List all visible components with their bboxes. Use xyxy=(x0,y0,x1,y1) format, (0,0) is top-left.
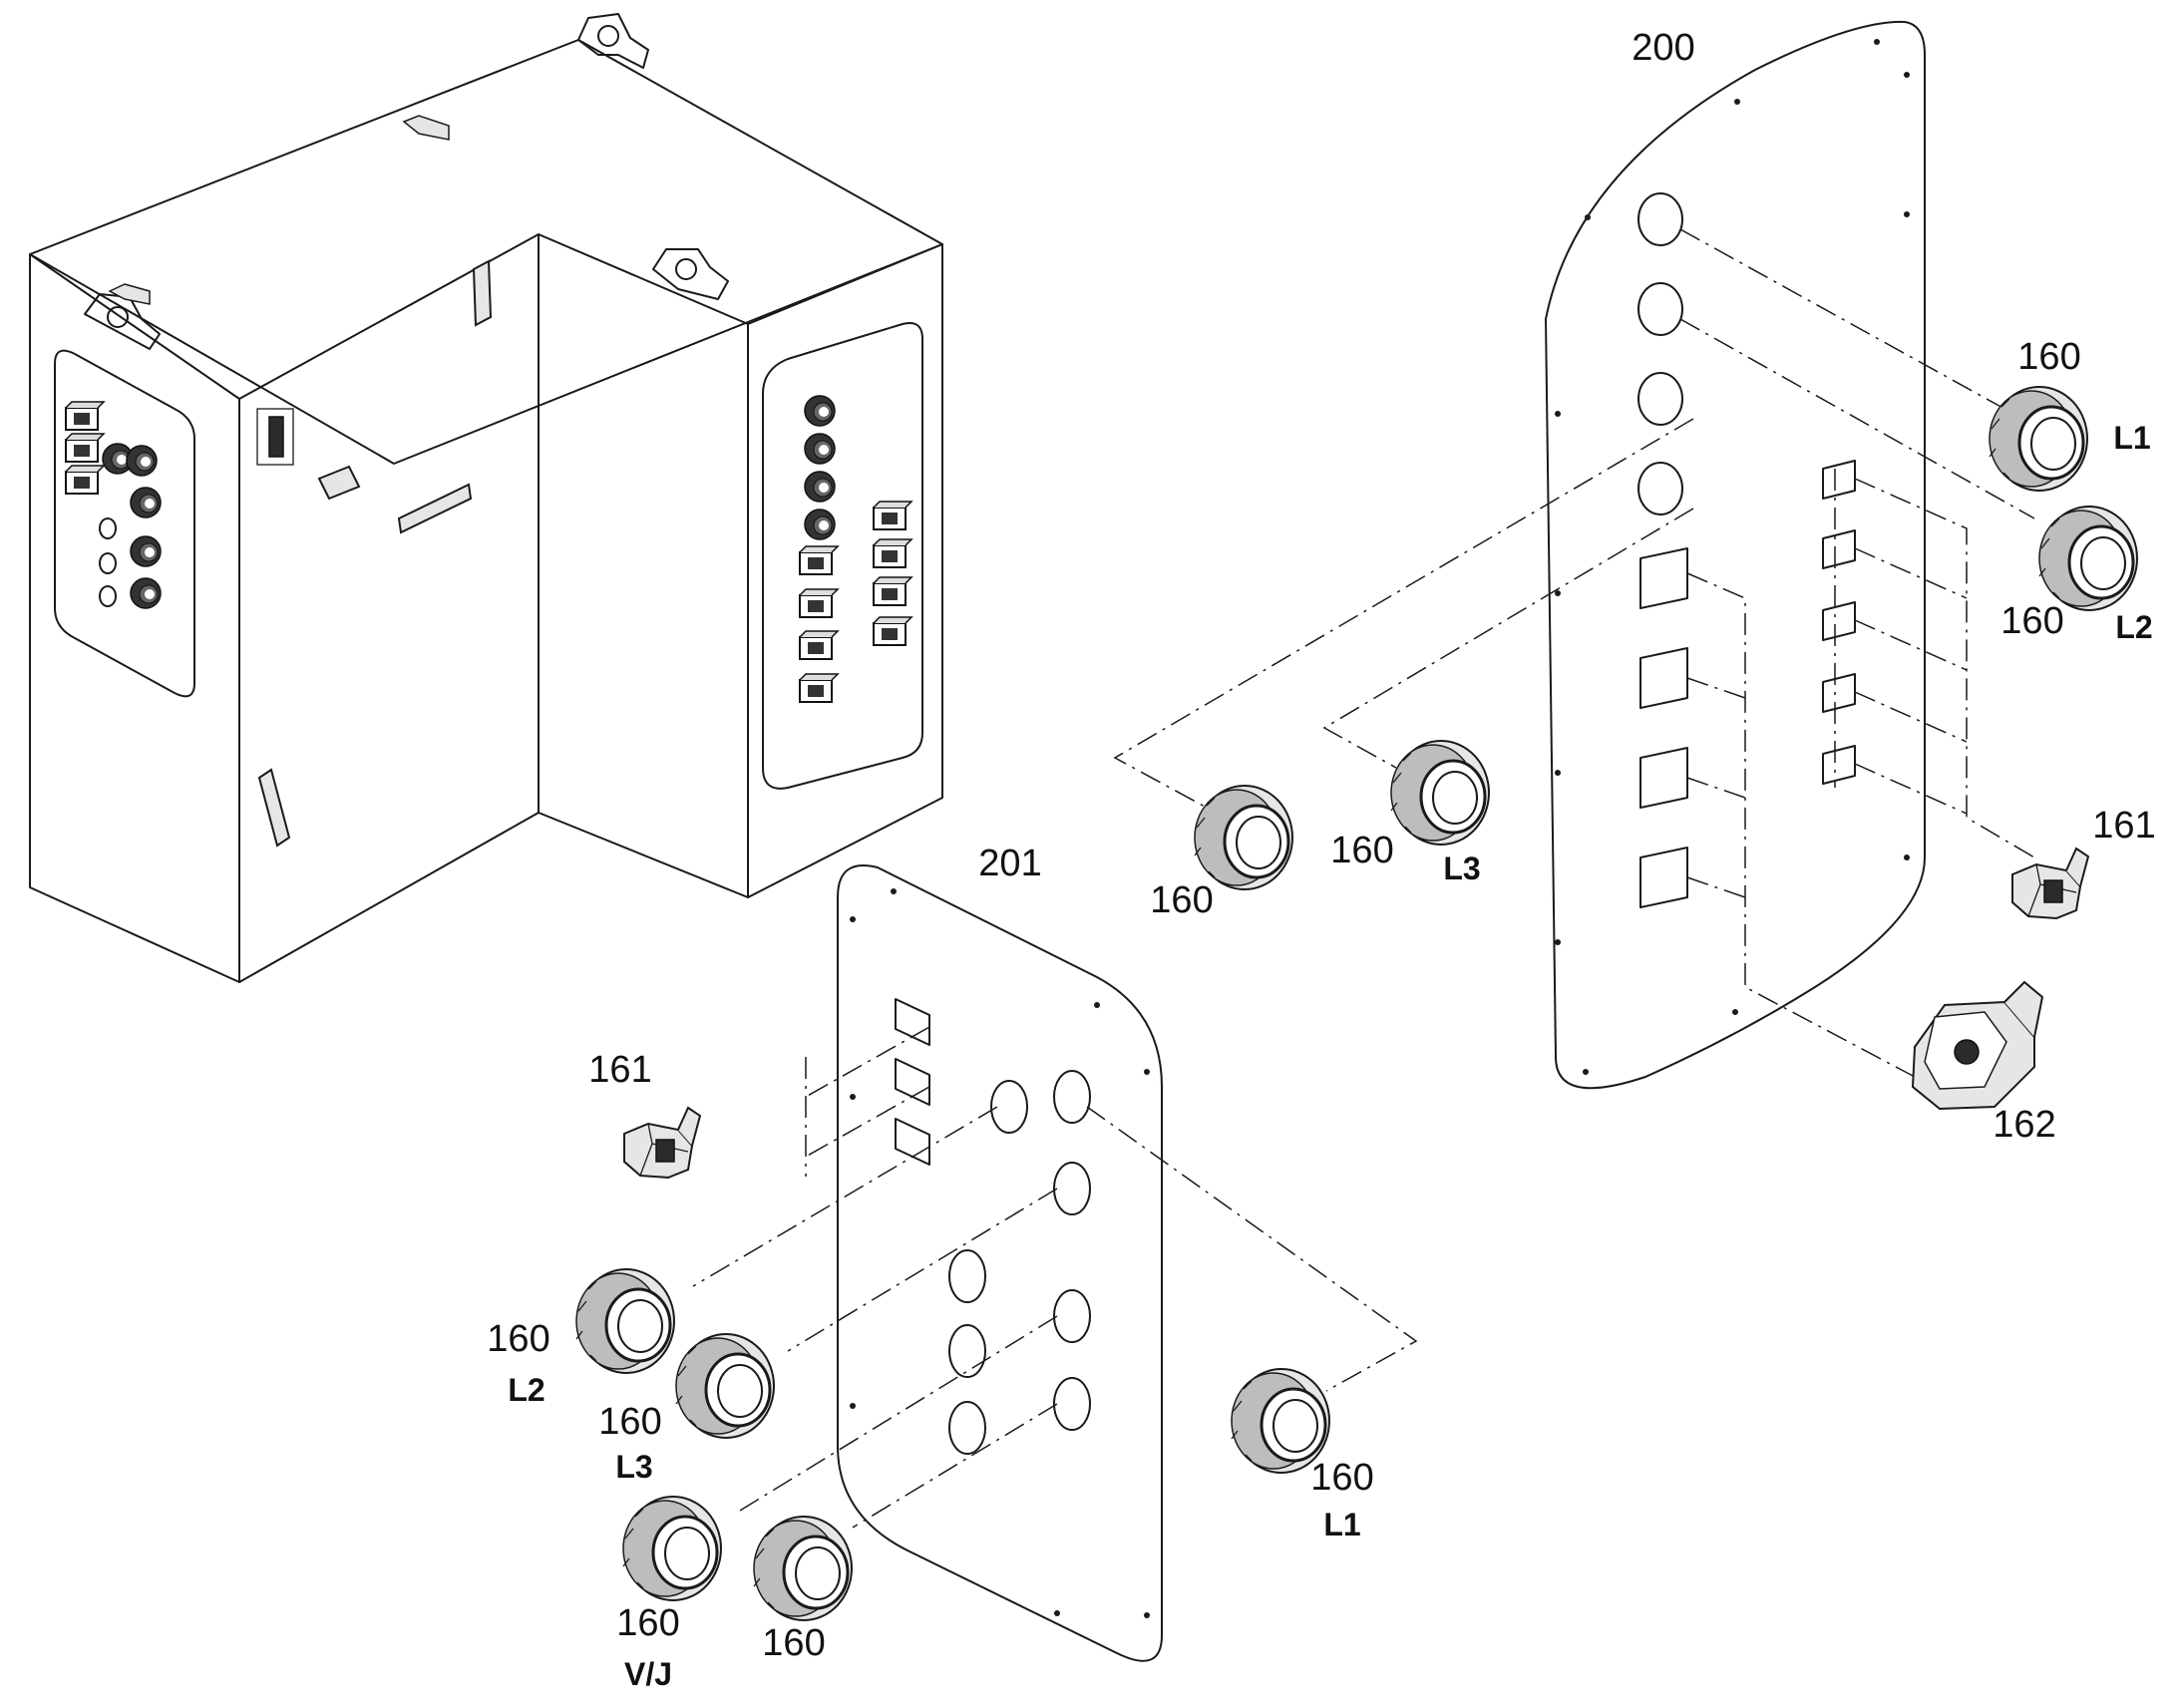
callout-line-label: L3 xyxy=(1443,851,1480,886)
callout-ref-160: 160 xyxy=(598,1401,661,1443)
callout-line-label: L2 xyxy=(508,1372,545,1408)
callout-ref-160: 160 xyxy=(762,1622,825,1664)
callout-line-label: L3 xyxy=(615,1449,652,1485)
panel-200 xyxy=(1113,20,2035,1090)
callout-ref-201: 201 xyxy=(978,843,1041,884)
callout-line-label: L2 xyxy=(2115,609,2152,645)
callout-ref-160: 160 xyxy=(1310,1457,1373,1499)
callout-ref-160: 160 xyxy=(1150,879,1213,921)
connector-housing-part xyxy=(1911,980,2044,1111)
callout-line-label: L1 xyxy=(1323,1507,1360,1542)
callout-ref-161: 161 xyxy=(588,1049,651,1091)
callout-ref-160: 160 xyxy=(487,1318,549,1360)
callout-ref-160: 160 xyxy=(1330,830,1393,871)
callout-line-label: V/J xyxy=(624,1656,672,1692)
enclosure-illustration xyxy=(29,13,943,983)
connector-insert-part xyxy=(623,848,2089,1179)
callout-line-label: L1 xyxy=(2113,420,2150,456)
callout-ref-160: 160 xyxy=(616,1602,679,1644)
panel-201 xyxy=(692,864,1418,1662)
callout-ref-162: 162 xyxy=(1993,1104,2055,1146)
callout-ref-160: 160 xyxy=(2000,600,2063,642)
callout-ref-200: 200 xyxy=(1632,27,1694,69)
callout-ref-160: 160 xyxy=(2017,336,2080,378)
callout-ref-161: 161 xyxy=(2092,805,2155,847)
